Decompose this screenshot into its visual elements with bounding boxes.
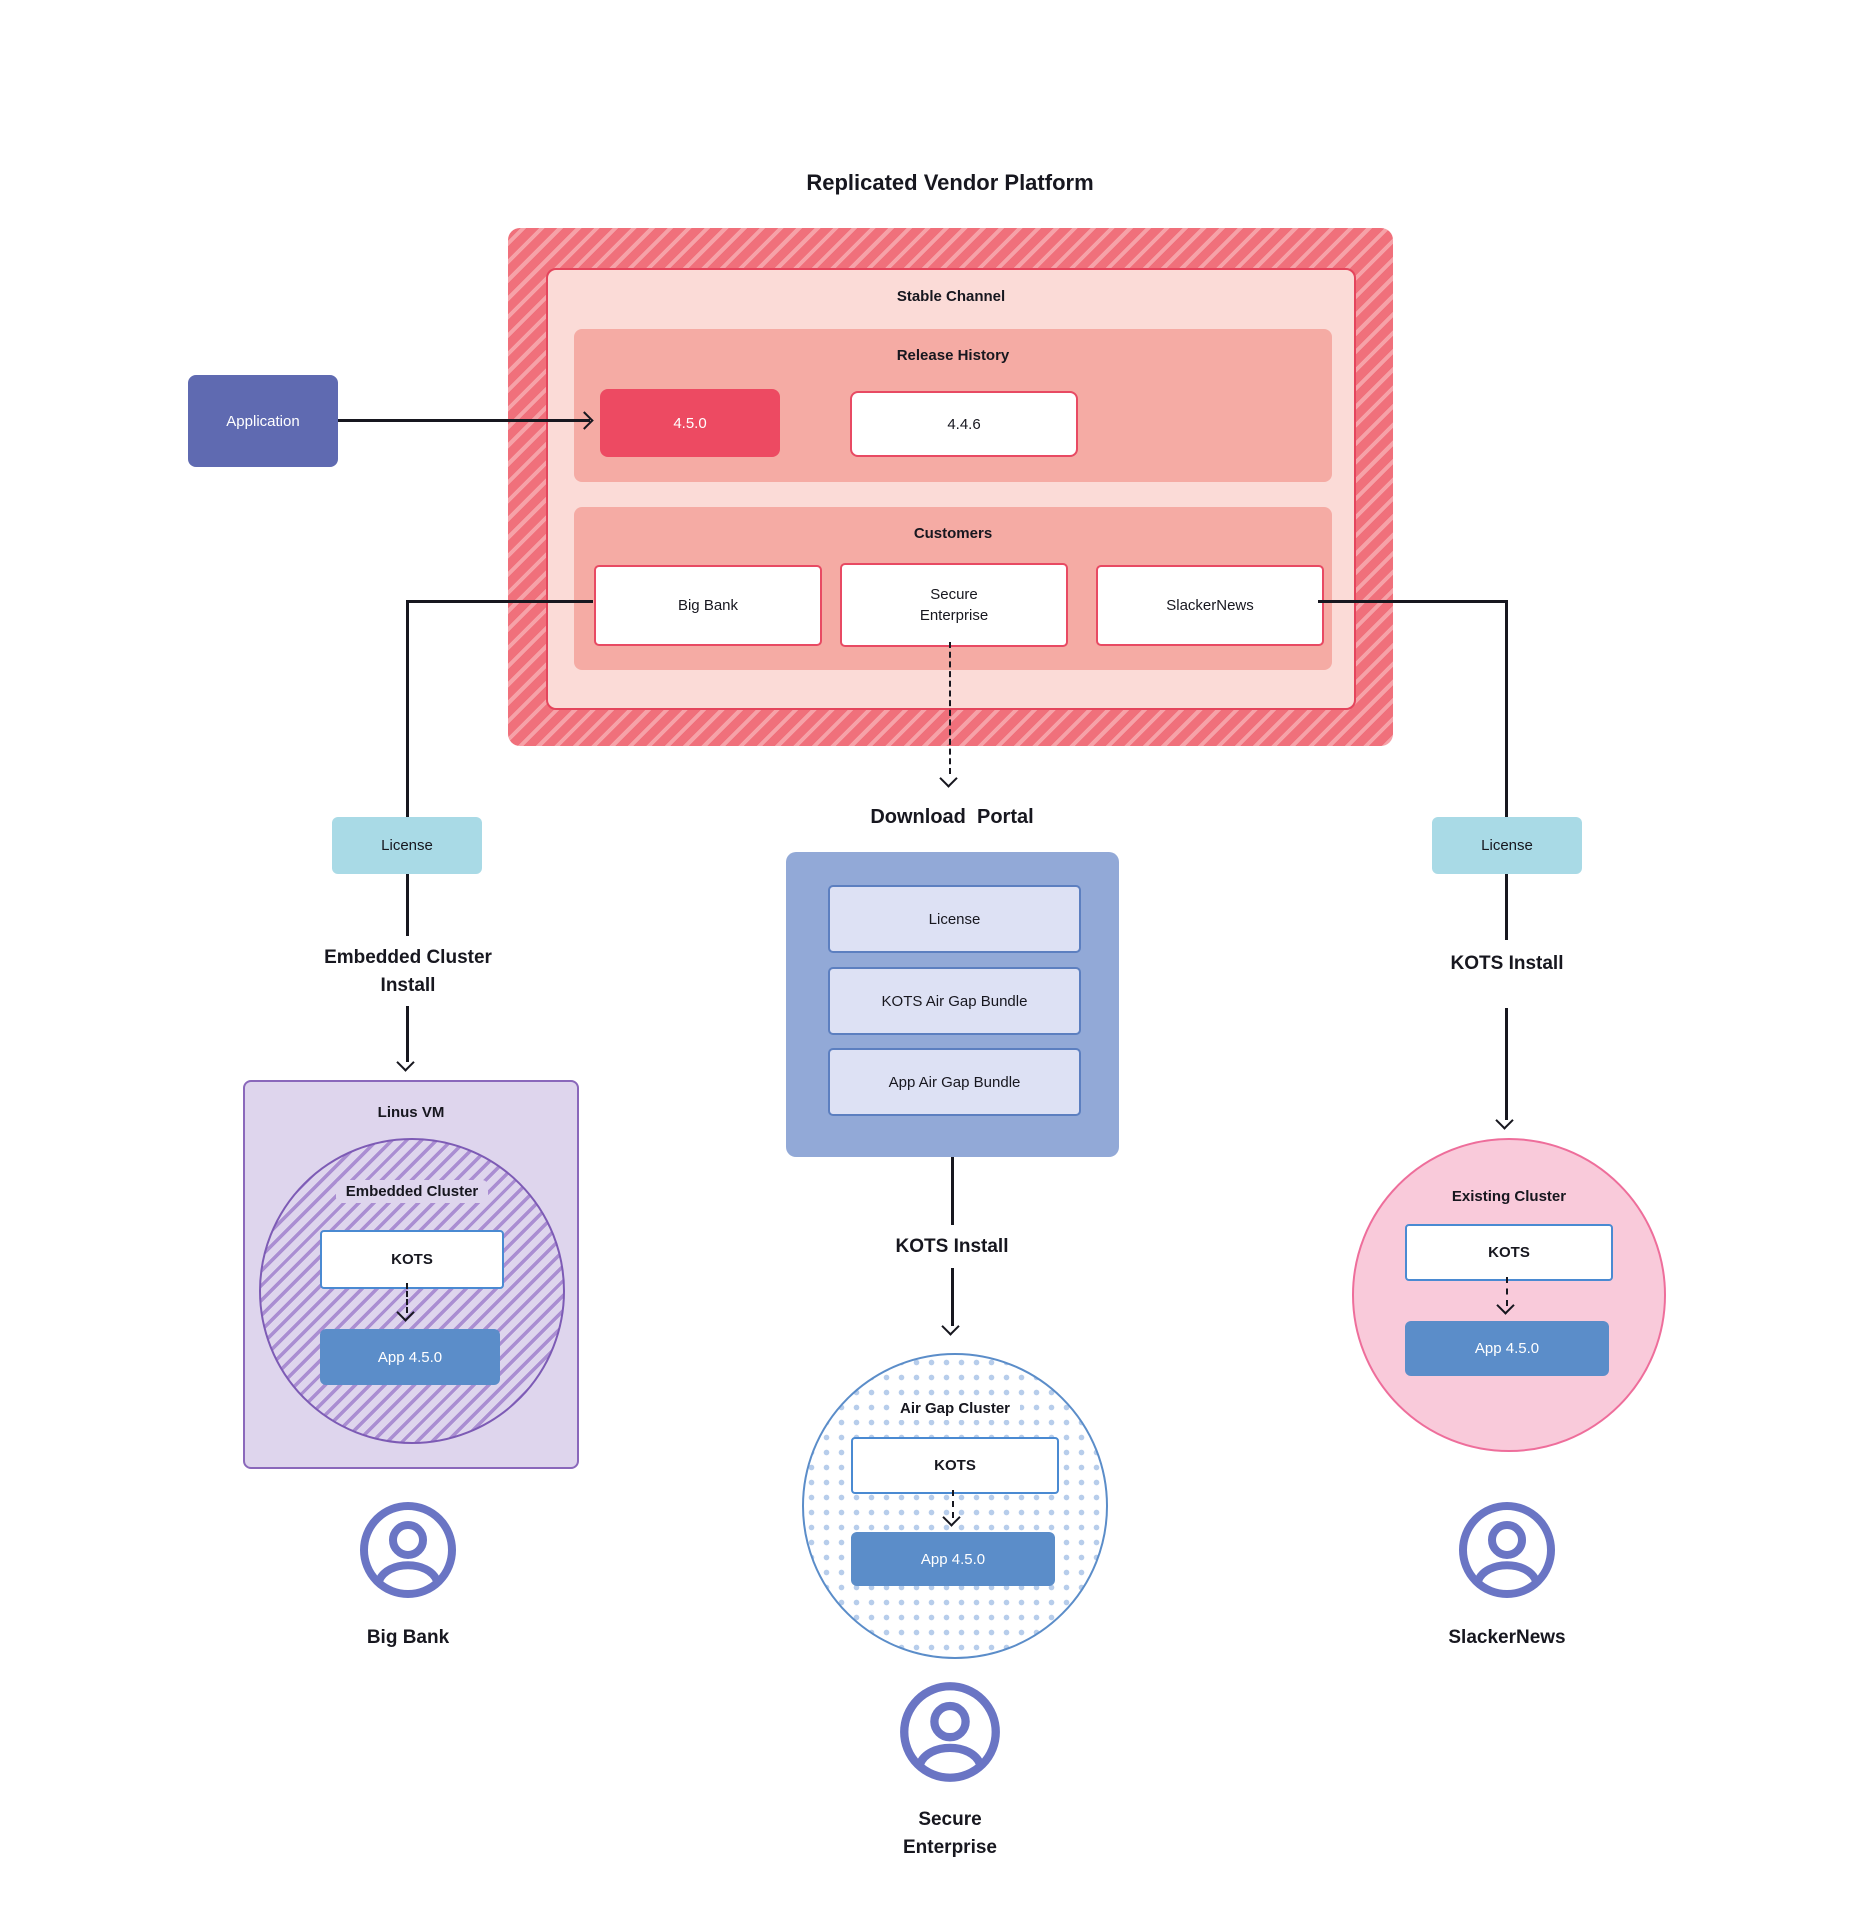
customer-slackernews: SlackerNews (1096, 565, 1324, 646)
app-box-left: App 4.5.0 (320, 1329, 500, 1385)
app-box-right: App 4.5.0 (1405, 1321, 1609, 1376)
license-badge-left: License (332, 817, 482, 874)
embedded-cluster-label-text: Embedded Cluster (335, 1180, 489, 1203)
stable-channel-label: Stable Channel (896, 288, 1006, 305)
user-icon (360, 1502, 456, 1598)
release-version-current: 4.5.0 (600, 389, 780, 457)
arrow-down-icon (941, 1317, 960, 1336)
embedded-cluster-label: Embedded Cluster (261, 1180, 563, 1203)
existing-cluster-label: Existing Cluster (1451, 1188, 1567, 1205)
big-bank-user-label: Big Bank (366, 1627, 450, 1648)
application-box: Application (188, 375, 338, 467)
customer-secure-enterprise: Secure Enterprise (840, 563, 1068, 647)
user-icon (900, 1682, 1000, 1782)
release-history-label: Release History (896, 347, 1010, 364)
customer-big-bank: Big Bank (594, 565, 822, 646)
slackernews-connector-vertical (1505, 600, 1508, 817)
portal-connector (951, 1157, 954, 1225)
air-gap-cluster-label-text: Air Gap Cluster (889, 1397, 1021, 1420)
arrow-down-icon (396, 1053, 415, 1072)
download-portal-title: Download Portal (870, 806, 1034, 828)
kots-install-label-right: KOTS Install (1450, 953, 1564, 974)
slackernews-connector-horizontal (1318, 600, 1507, 603)
air-gap-cluster-circle: Air Gap Cluster (802, 1353, 1108, 1659)
diagram-title: Replicated Vendor Platform (806, 170, 1094, 195)
user-icon (1459, 1502, 1555, 1598)
customers-section: Customers Big Bank Secure Enterprise Sla… (574, 507, 1332, 670)
kots-install-arrow-line-middle (951, 1268, 954, 1326)
portal-item-kots-airgap-bundle: KOTS Air Gap Bundle (828, 967, 1081, 1035)
embedded-cluster-circle: Embedded Cluster (259, 1138, 565, 1444)
download-portal-box: License KOTS Air Gap Bundle App Air Gap … (786, 852, 1119, 1157)
air-gap-cluster-label: Air Gap Cluster (804, 1397, 1106, 1420)
release-version-previous: 4.4.6 (850, 391, 1078, 457)
linus-vm-box: Linus VM Embedded Cluster KOTS App 4.5.0 (243, 1080, 579, 1469)
license-left-connector (406, 874, 409, 936)
portal-item-app-airgap-bundle: App Air Gap Bundle (828, 1048, 1081, 1116)
big-bank-connector-vertical (406, 600, 409, 817)
license-right-connector (1505, 874, 1508, 940)
customer-secure-enterprise-label: Secure Enterprise (919, 586, 989, 624)
application-to-release-connector (338, 419, 590, 422)
arrow-down-icon (1495, 1111, 1514, 1130)
customers-label: Customers (913, 525, 993, 542)
customer-slackernews-label: SlackerNews (1166, 597, 1254, 614)
license-badge-right: License (1432, 817, 1582, 874)
install-left-arrow-line (406, 1006, 409, 1062)
vendor-platform-box: Stable Channel Release History 4.5.0 4.4… (508, 228, 1393, 746)
kots-box-middle: KOTS (851, 1437, 1059, 1494)
kots-install-label-middle: KOTS Install (895, 1236, 1009, 1257)
app-box-middle: App 4.5.0 (851, 1532, 1055, 1586)
portal-item-license: License (828, 885, 1081, 953)
kots-install-arrow-line-right (1505, 1008, 1508, 1120)
slackernews-user-label: SlackerNews (1448, 1627, 1566, 1648)
secure-enterprise-dashed-connector (949, 642, 951, 774)
linus-vm-label: Linus VM (377, 1104, 445, 1121)
kots-box-left: KOTS (320, 1230, 504, 1289)
kots-to-app-dashed-middle (952, 1490, 954, 1518)
arrow-down-icon (939, 769, 958, 788)
kots-box-right: KOTS (1405, 1224, 1613, 1281)
secure-enterprise-user-label: Secure Enterprise (903, 1809, 997, 1858)
stable-channel-box: Stable Channel Release History 4.5.0 4.4… (546, 268, 1356, 710)
existing-cluster-circle: Existing Cluster (1352, 1138, 1666, 1452)
customer-big-bank-label: Big Bank (677, 597, 739, 614)
kots-to-app-dashed-right (1506, 1277, 1508, 1306)
kots-to-app-dashed-left (406, 1283, 408, 1313)
release-history-section: Release History 4.5.0 4.4.6 (574, 329, 1332, 482)
big-bank-connector-horizontal (406, 600, 593, 603)
embedded-cluster-install-label: Embedded Cluster Install (324, 947, 492, 996)
